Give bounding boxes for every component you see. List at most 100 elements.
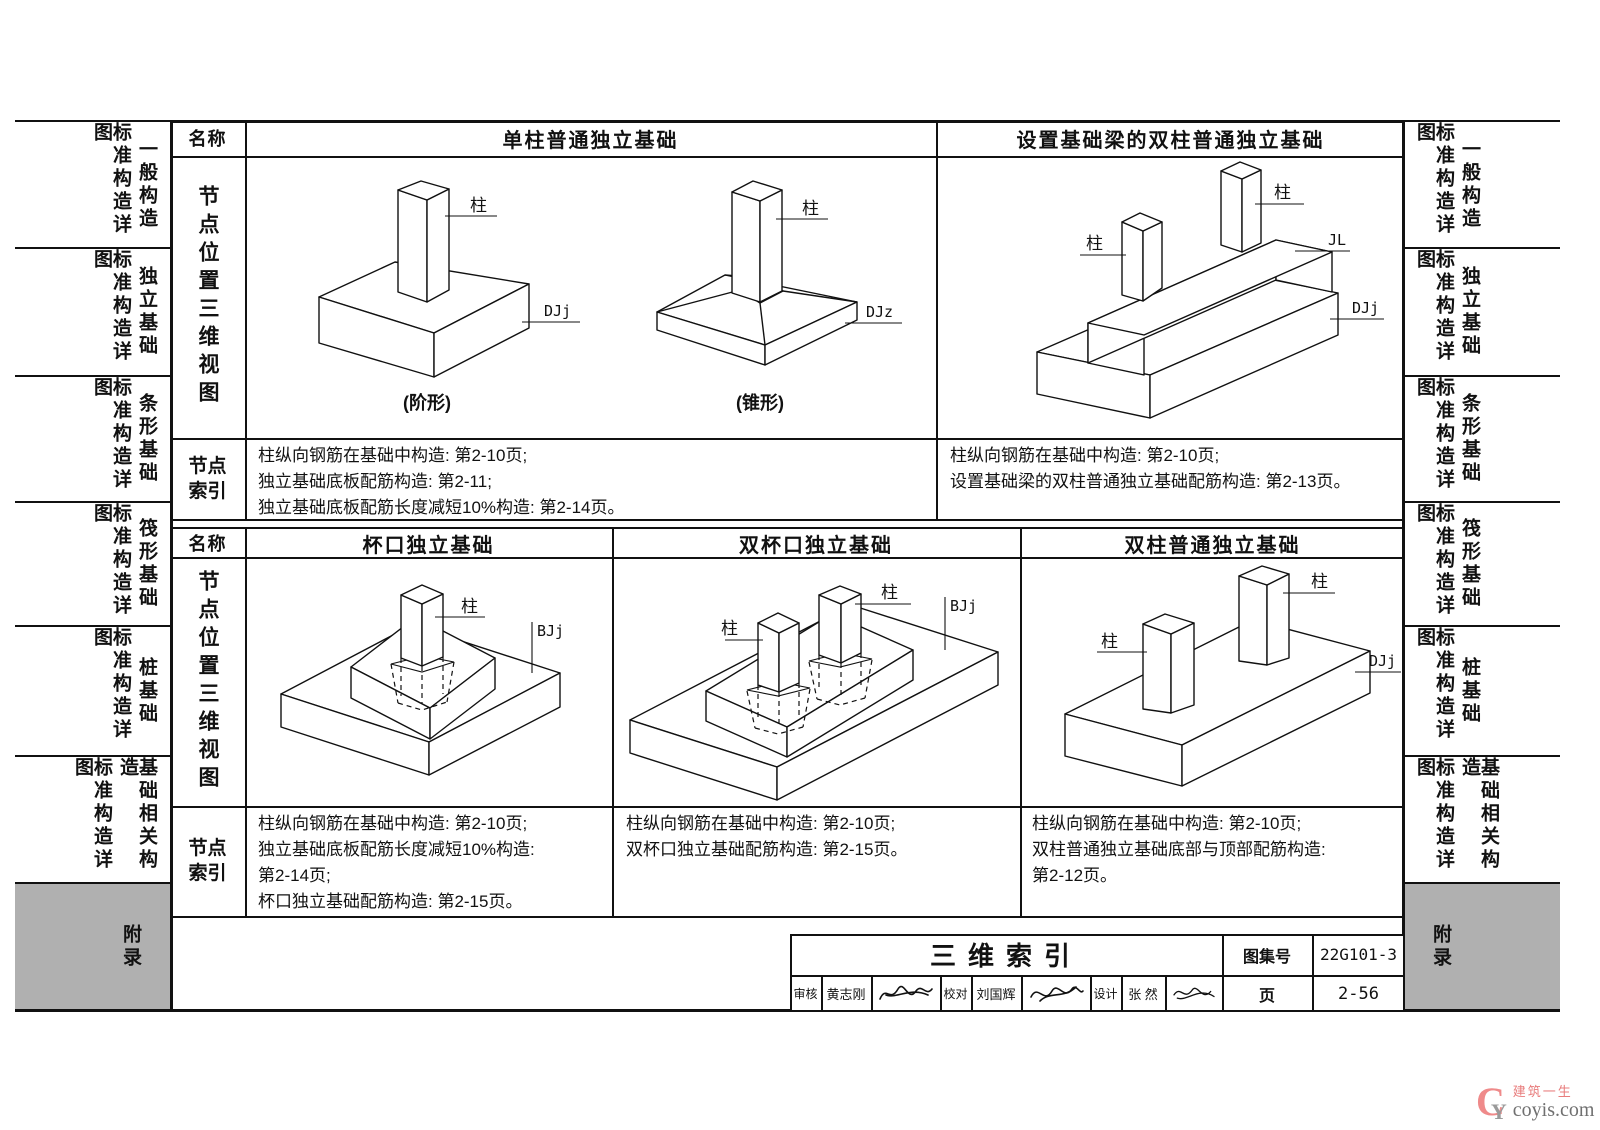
- t2-index-notes-col2: 柱纵向钢筋在基础中构造: 第2-10页; 双杯口独立基础配筋构造: 第2-15页…: [626, 811, 1011, 863]
- column-label: 柱: [1274, 183, 1291, 202]
- sidebar-group-label: 标准构造详图: [1414, 503, 1454, 618]
- grid-line: [170, 519, 1405, 521]
- grid-line: [1020, 527, 1022, 916]
- grid-line: [170, 806, 1405, 808]
- sidebar-item-label: 筏形基础: [1459, 518, 1480, 610]
- grid-line: [245, 527, 247, 916]
- sidebar-right-section-strip: 标准构造详图 条形基础: [1405, 375, 1560, 501]
- title-block-line: [1090, 975, 1092, 1012]
- sidebar-group-label: 标准构造详图: [1414, 757, 1454, 872]
- sidebar-group-label: 标准构造详图: [1414, 122, 1454, 237]
- sidebar-right-section-raft: 标准构造详图 筏形基础: [1405, 501, 1560, 625]
- footing-code-label: DJz: [866, 303, 893, 321]
- diagram-cup-footing: 柱 BJj: [280, 584, 564, 776]
- title-block-line: [790, 975, 1405, 977]
- sidebar-group-label: 标准构造详图: [91, 627, 131, 742]
- sidebar-item-label: 附录: [1430, 923, 1451, 970]
- column-label: 柱: [1101, 632, 1118, 651]
- checker-signature: [1021, 975, 1090, 1012]
- watermark-site: coyis.com: [1512, 1098, 1595, 1121]
- index-line: 独立基础底板配筋长度减短10%构造: 第2-14页。: [258, 498, 625, 517]
- diagram-tapered-footing: 柱 DJz (锥形): [656, 180, 902, 413]
- grid-line: [170, 438, 1405, 440]
- sidebar-item-label: 条形基础: [1459, 393, 1480, 485]
- footing-code-label: DJj: [1352, 299, 1379, 317]
- t1-name-label: 名称: [188, 129, 227, 149]
- column-label: 柱: [721, 619, 738, 638]
- t1-index-notes-col1: 柱纵向钢筋在基础中构造: 第2-10页; 独立基础底板配筋构造: 第2-11; …: [258, 443, 923, 521]
- title-block-line: [940, 975, 942, 1012]
- signature-scribble: [1172, 987, 1215, 999]
- footing-code-label: BJj: [537, 622, 564, 640]
- index-line: 柱纵向钢筋在基础中构造: 第2-10页;: [950, 446, 1220, 465]
- watermark-logo-y: Y: [1490, 1099, 1507, 1124]
- diagram-caption: (锥形): [736, 392, 784, 413]
- t1-view-row-label: 节点位置三维视图: [196, 185, 219, 409]
- watermark-logo-c: C: [1476, 1079, 1505, 1124]
- column-label: 柱: [881, 583, 898, 602]
- title-block-line: [1121, 975, 1123, 1012]
- index-line: 柱纵向钢筋在基础中构造: 第2-10页;: [1032, 814, 1302, 833]
- sidebar-right-section-related: 标准构造详图 基础相关构造: [1405, 755, 1560, 882]
- designer-signature: [1165, 975, 1222, 1012]
- sidebar-left-section-general: 标准构造详图 一般构造: [15, 120, 170, 247]
- sidebar-group-label: 标准构造详图: [72, 757, 112, 872]
- title-block-line: [971, 975, 973, 1012]
- footing-code-label: BJj: [950, 597, 977, 615]
- title-block-line: [821, 975, 823, 1012]
- sidebar-group-label: 标准构造详图: [91, 503, 131, 618]
- column-label: 柱: [461, 597, 478, 616]
- sidebar-item-label: 桩基础: [136, 656, 157, 726]
- index-line: 第2-12页。: [1032, 866, 1118, 885]
- grid-line: [612, 527, 614, 916]
- reviewer-label: 审核: [793, 987, 818, 1001]
- page-label: 页: [1258, 987, 1275, 1005]
- sheet-frame: [170, 120, 1405, 1012]
- sidebar-item-label: 一般构造: [1459, 138, 1480, 231]
- sidebar-item-label: 桩基础: [1459, 656, 1480, 726]
- grid-line: [245, 120, 247, 521]
- diagram-double-column-footing: 柱 柱 DJj: [1064, 565, 1401, 787]
- diagram-caption: (阶形): [403, 392, 451, 413]
- index-line: 独立基础底板配筋构造: 第2-11;: [258, 472, 492, 491]
- sidebar-left-section-pile: 标准构造详图 桩基础: [15, 625, 170, 755]
- sidebar-left-section-strip: 标准构造详图 条形基础: [15, 375, 170, 501]
- sidebar-group-label: 标准构造详图: [1414, 249, 1454, 364]
- sidebar-group-label: 标准构造详图: [1414, 377, 1454, 492]
- reviewer-signature: [871, 975, 940, 1012]
- t1-index-row-label: 节点索引: [188, 455, 227, 502]
- atlas-number-label: 图集号: [1242, 948, 1291, 966]
- t2-index-notes-col3: 柱纵向钢筋在基础中构造: 第2-10页; 双柱普通独立基础底部与顶部配筋构造: …: [1032, 811, 1402, 889]
- sidebar-item-label: 一般构造: [136, 138, 157, 231]
- sidebar-left-section-related: 标准构造详图 基础相关构造: [15, 755, 170, 882]
- t1-col1-title: 单柱普通独立基础: [502, 129, 679, 152]
- sidebar-item-label: 基础相关构造: [1459, 757, 1499, 872]
- title-block-line: [1312, 934, 1314, 1012]
- sidebar-left-section-independent: 标准构造详图 独立基础: [15, 247, 170, 375]
- t2-col2-title: 双杯口独立基础: [739, 534, 893, 557]
- reviewer-name: 黄志刚: [826, 987, 866, 1002]
- column-label: 柱: [802, 199, 819, 218]
- signature-scribble: [1029, 985, 1084, 1002]
- sidebar-item-label: 条形基础: [136, 393, 157, 485]
- t1-index-notes-col2: 柱纵向钢筋在基础中构造: 第2-10页; 设置基础梁的双柱普通独立基础配筋构造:…: [950, 443, 1400, 495]
- grid-line: [170, 916, 1405, 918]
- grid-line: [170, 527, 1405, 529]
- sidebar-item-label: 筏形基础: [136, 518, 157, 610]
- column-label: 柱: [1311, 572, 1328, 591]
- diagram-double-cup-footing: 柱 柱 BJj: [629, 583, 999, 801]
- t2-view-row-label: 节点位置三维视图: [196, 569, 219, 794]
- designer-label: 设计: [1093, 987, 1118, 1001]
- sidebar-right-section-independent: 标准构造详图 独立基础: [1405, 247, 1560, 375]
- sidebar-left-section-raft: 标准构造详图 筏形基础: [15, 501, 170, 625]
- column-label: 柱: [1086, 234, 1103, 253]
- grid-line: [936, 120, 938, 521]
- footing-code-label: DJj: [544, 302, 571, 320]
- sheet-title: 三维索引: [929, 941, 1082, 971]
- watermark-brand: 建筑一生: [1512, 1083, 1573, 1099]
- sidebar-left-section-appendix: 附录: [15, 882, 170, 1012]
- t1-col2-title: 设置基础梁的双柱普通独立基础: [1016, 129, 1325, 152]
- beam-code-label: JL: [1328, 231, 1346, 249]
- title-block-line: [1021, 975, 1023, 1012]
